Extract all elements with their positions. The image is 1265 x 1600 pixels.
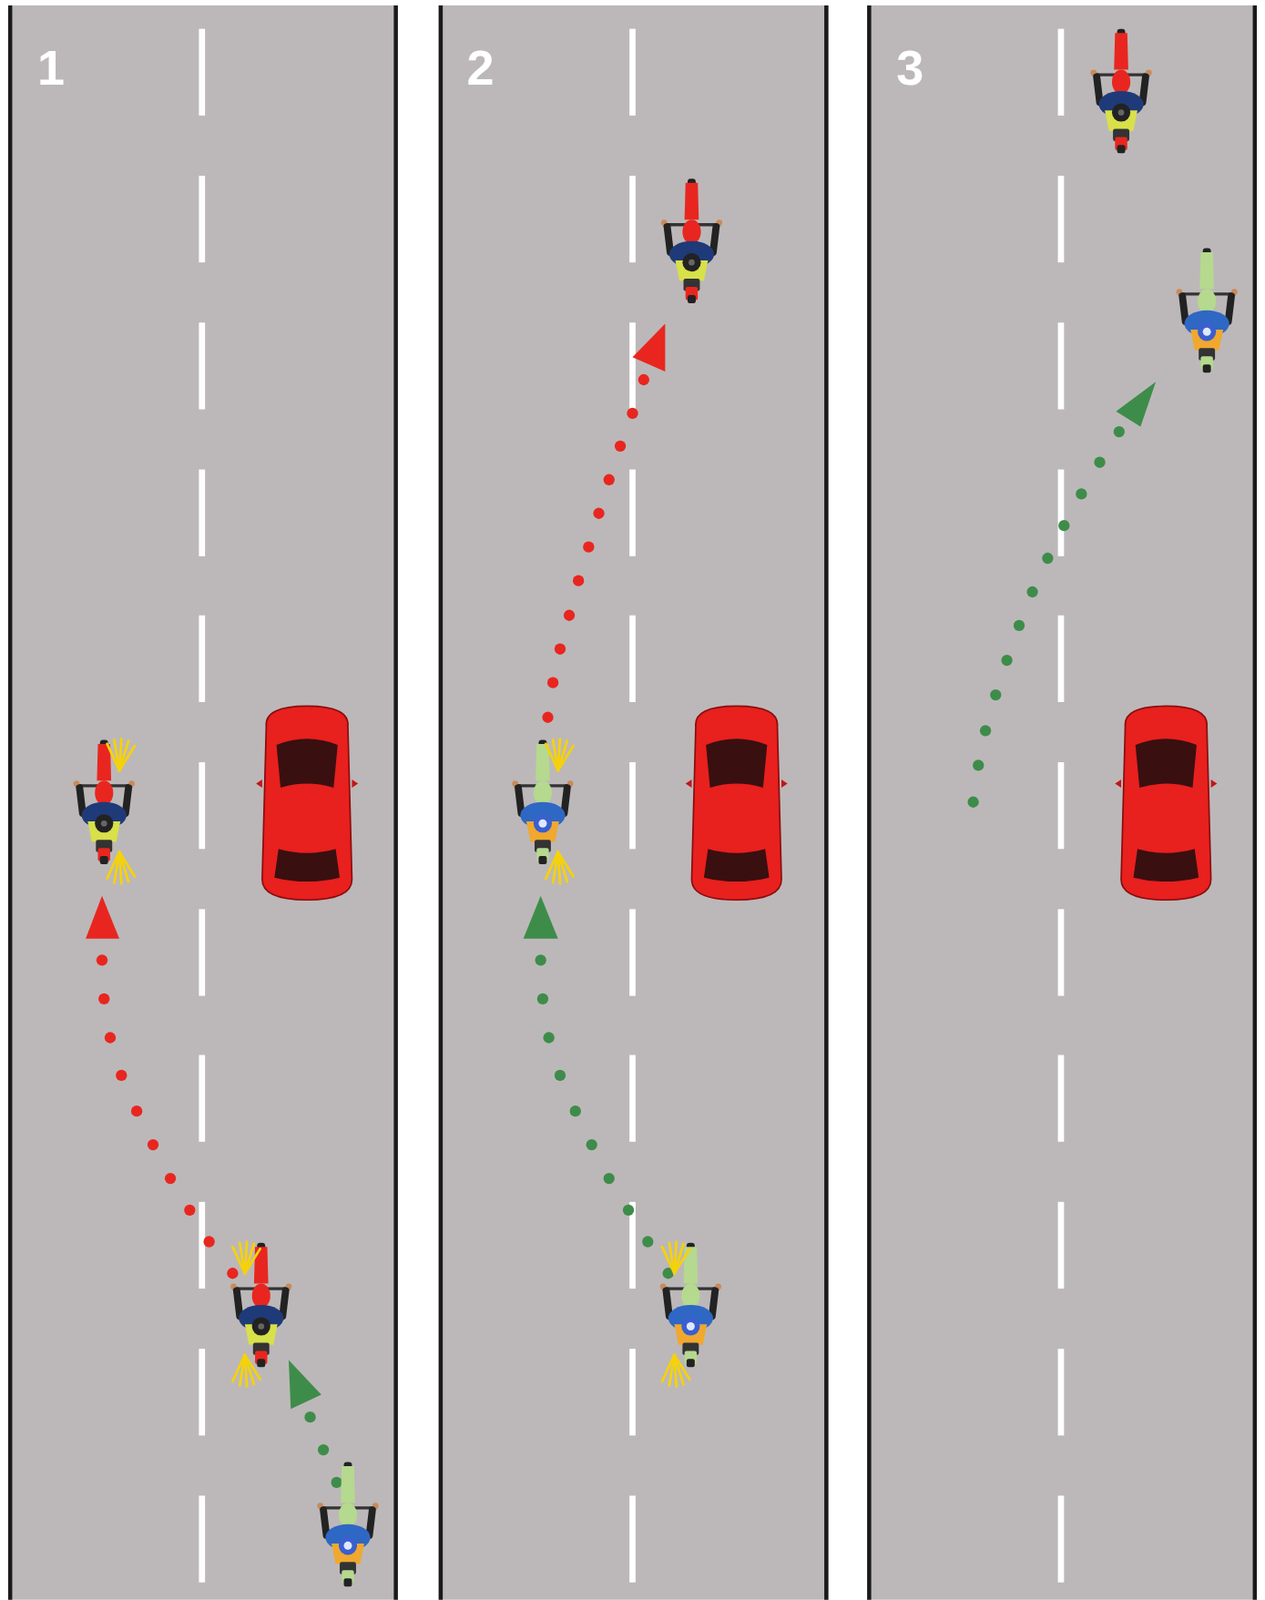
turn-signal xyxy=(662,1242,690,1275)
path-dots xyxy=(523,896,674,1280)
turn-signal xyxy=(232,1355,260,1388)
lane-line xyxy=(629,29,636,1583)
motorcycle xyxy=(1176,247,1238,373)
panel-number: 3 xyxy=(896,42,924,92)
car xyxy=(1114,705,1217,900)
lane-line xyxy=(198,29,205,1583)
motorcycle xyxy=(661,178,723,304)
car xyxy=(685,705,788,900)
path-dots xyxy=(85,896,238,1280)
turn-signal xyxy=(107,738,135,771)
motorcycle xyxy=(1090,29,1152,154)
turn-signal xyxy=(662,1355,690,1388)
turn-signal xyxy=(545,738,573,771)
turn-signal xyxy=(545,852,573,885)
panel-number: 1 xyxy=(37,42,65,92)
road-panel xyxy=(867,5,1257,1600)
turn-signal xyxy=(107,852,135,885)
motorcycle xyxy=(316,1461,378,1587)
panel-number: 2 xyxy=(467,42,495,92)
road-panel xyxy=(438,5,829,1600)
car xyxy=(255,705,358,900)
path-dots xyxy=(541,323,665,724)
road-edge xyxy=(10,5,1255,1600)
path-dots xyxy=(967,381,1156,808)
turn-signal xyxy=(232,1242,260,1275)
road-panel xyxy=(8,5,398,1600)
lane-line xyxy=(1058,29,1065,1583)
path-dots xyxy=(288,1359,343,1489)
